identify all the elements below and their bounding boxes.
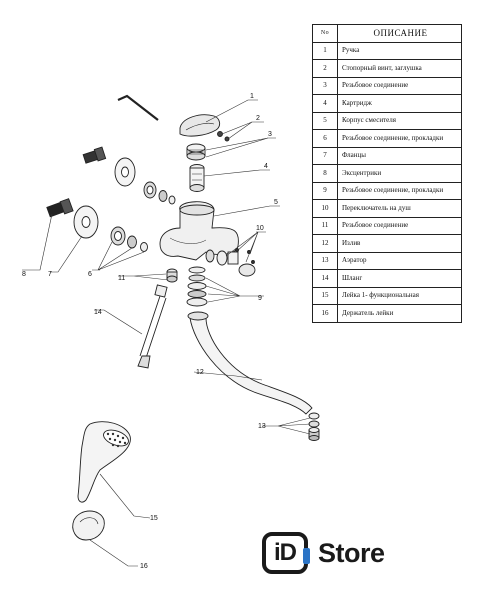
callout-11: 11 <box>118 275 125 282</box>
row-number: 9 <box>312 181 338 200</box>
callout-6: 6 <box>88 271 92 278</box>
left-upper-fittings <box>82 146 176 205</box>
parts-drawing <box>46 94 320 541</box>
row-description: Корпус смесителя <box>337 111 462 130</box>
table-header-row: No ОПИСАНИЕ <box>312 24 462 43</box>
callout-10: 10 <box>256 225 264 232</box>
callout-5: 5 <box>274 199 278 206</box>
row-description: Переключатель на душ <box>337 199 462 218</box>
store-logo: iD Store <box>262 530 385 576</box>
callout-3: 3 <box>268 131 272 138</box>
gaskets-part <box>186 266 208 307</box>
row-description: Резьбовое соединение <box>337 216 462 235</box>
spout-part <box>189 312 313 415</box>
callout-4: 4 <box>264 163 268 170</box>
row-number: 14 <box>312 269 338 288</box>
row-number: 6 <box>312 129 338 148</box>
row-description: Держатель лейки <box>337 304 462 323</box>
row-description: Аэратор <box>337 251 462 270</box>
logo-mark-text: iD <box>274 539 297 566</box>
row-number: 13 <box>312 251 338 270</box>
logo-accent <box>303 548 310 564</box>
callout-16: 16 <box>140 563 148 570</box>
row-number: 12 <box>312 234 338 253</box>
callout-8: 8 <box>22 271 26 278</box>
row-description: Картридж <box>337 94 462 113</box>
row-number: 15 <box>312 286 338 305</box>
callout-13: 13 <box>258 423 266 430</box>
hex-key <box>117 94 159 121</box>
logo-text: Store <box>318 537 385 568</box>
row-description: Резьбовое соединение <box>337 76 462 95</box>
header-number: No <box>312 24 338 43</box>
callout-1: 1 <box>250 93 254 100</box>
row-number: 5 <box>312 111 338 130</box>
shower-holder-part <box>72 510 105 541</box>
hand-shower-part <box>77 421 131 503</box>
row-description: Эксцентрики <box>337 164 462 183</box>
diverter-part <box>205 248 256 277</box>
row-description: Излив <box>337 234 462 253</box>
row-description: Резьбовое соединение, прокладки <box>337 181 462 200</box>
logo-mark: iD <box>262 532 310 574</box>
callout-labels: 1 2 3 4 5 6 7 8 9 10 11 12 13 14 15 16 <box>22 93 278 570</box>
aerator-part <box>308 412 320 441</box>
callout-9: 9 <box>258 295 262 302</box>
left-lower-fittings <box>46 198 148 252</box>
row-number: 3 <box>312 76 338 95</box>
callout-15: 15 <box>150 515 158 522</box>
row-number: 1 <box>312 41 338 60</box>
row-number: 4 <box>312 94 338 113</box>
callout-14: 14 <box>94 309 102 316</box>
row-description: Стопорный винт, заглушка <box>337 59 462 78</box>
callout-2: 2 <box>256 115 260 122</box>
row-description: Фланцы <box>337 146 462 165</box>
row-number: 7 <box>312 146 338 165</box>
hose-part <box>137 284 168 369</box>
row-number: 10 <box>312 199 338 218</box>
header-description: ОПИСАНИЕ <box>337 24 462 43</box>
row-description: Ручка <box>337 41 462 60</box>
row-number: 16 <box>312 304 338 323</box>
row-description: Шланг <box>337 269 462 288</box>
set-screw-part <box>217 131 223 137</box>
leader-lines <box>22 99 311 567</box>
row-description: Лейка 1- функциональная <box>337 286 462 305</box>
row-number: 11 <box>312 216 338 235</box>
callout-12: 12 <box>196 369 204 376</box>
callout-7: 7 <box>48 271 52 278</box>
row-description: Резьбовое соединение, прокладки <box>337 129 462 148</box>
row-number: 8 <box>312 164 338 183</box>
row-number: 2 <box>312 59 338 78</box>
